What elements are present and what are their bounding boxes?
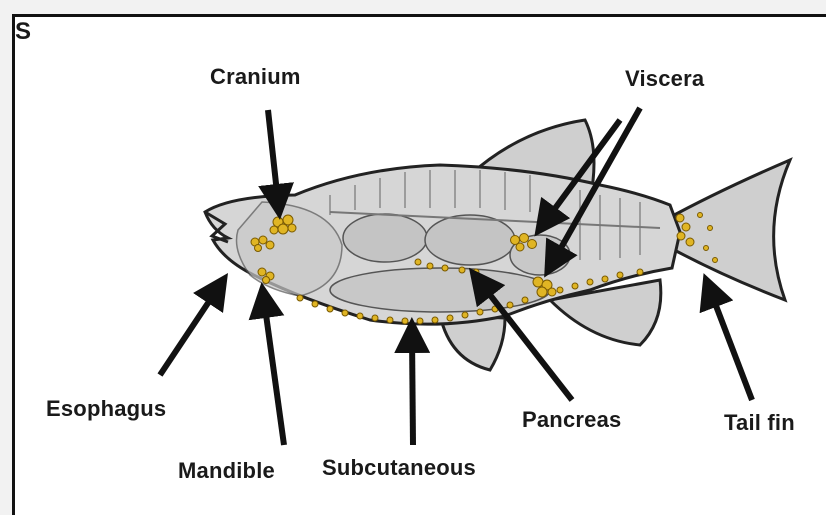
intestine: [330, 268, 550, 312]
label-mandible: Mandible: [178, 458, 275, 484]
arrow-mandible: [264, 300, 284, 445]
arrow-esophagus: [160, 288, 218, 375]
swim-bladder-posterior: [425, 215, 515, 265]
label-esophagus: Esophagus: [46, 396, 166, 422]
swim-bladder-anterior: [343, 214, 427, 262]
arrow-subcutaneous: [412, 335, 413, 445]
label-subcutaneous: Subcutaneous: [322, 455, 476, 481]
arrow-cranium: [268, 110, 278, 202]
label-tail-fin: Tail fin: [724, 410, 795, 436]
arrow-tail-fin: [710, 290, 752, 400]
label-cranium: Cranium: [210, 64, 301, 90]
label-pancreas: Pancreas: [522, 407, 621, 433]
panel-letter: S: [15, 18, 31, 46]
label-viscera: Viscera: [625, 66, 704, 92]
